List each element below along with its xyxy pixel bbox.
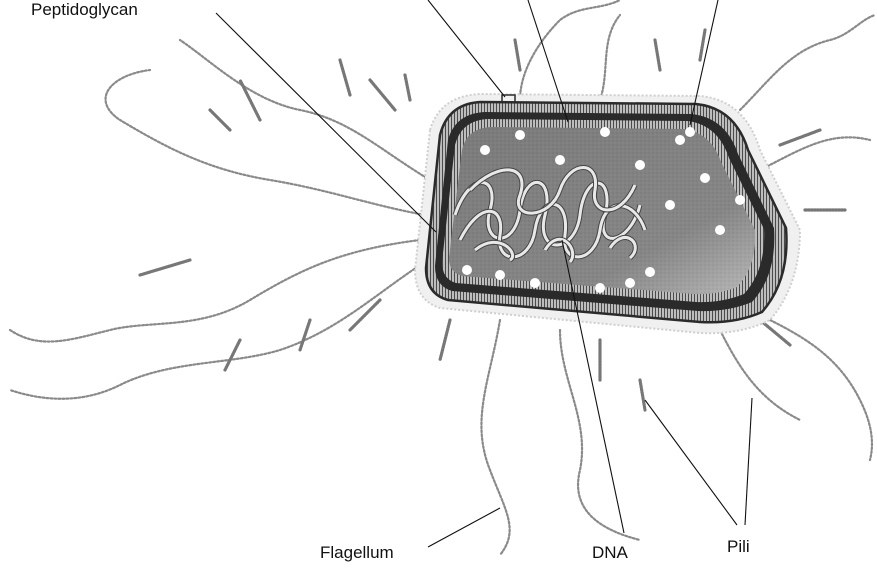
ribosome — [462, 265, 472, 275]
pilus — [700, 30, 705, 60]
ribosome — [685, 127, 695, 137]
pilus — [405, 75, 410, 100]
flagellum-top-2 — [600, 15, 620, 100]
pilus — [780, 130, 820, 145]
ribosome — [675, 135, 685, 145]
flagellum-leader — [428, 508, 500, 547]
flagellum-right-2 — [740, 15, 875, 110]
ribosome — [600, 127, 610, 137]
ribosome — [665, 200, 675, 210]
pilus — [340, 60, 350, 95]
label-peptidoglycan: Peptidoglycan — [31, 0, 138, 19]
pili-leader-1 — [645, 400, 737, 525]
pilus — [240, 80, 260, 120]
flagellum-top-1 — [520, 0, 620, 100]
ribosome — [625, 278, 635, 288]
pilus — [140, 260, 190, 275]
label-flagellum: Flagellum — [320, 543, 394, 562]
flagellum-left-3 — [180, 40, 430, 180]
pilus — [655, 40, 660, 70]
pilus — [225, 340, 240, 370]
pilus — [370, 80, 395, 110]
ribosome — [700, 173, 710, 183]
ribosome — [645, 267, 655, 277]
flagellum-left-1 — [10, 240, 420, 342]
pilus — [515, 40, 520, 70]
ribosome — [515, 130, 525, 140]
label-pili: Pili — [727, 537, 750, 556]
flagellum-bottom-1 — [481, 320, 509, 555]
flagellum-right-1 — [760, 137, 870, 170]
ribosome — [595, 283, 605, 293]
ribosome — [635, 160, 645, 170]
flagellum-left-4 — [10, 260, 428, 399]
ribosome — [715, 225, 725, 235]
pilus — [300, 320, 310, 350]
ribosome — [480, 145, 490, 155]
pilus — [210, 110, 230, 130]
pilus — [440, 320, 450, 360]
ribosome — [555, 155, 565, 165]
top-leader-1 — [428, 0, 505, 97]
pili-leader-2 — [745, 398, 752, 525]
ribosome — [530, 278, 540, 288]
peptidoglycan-leader — [216, 13, 436, 232]
ribosome — [495, 270, 505, 280]
ribosome — [735, 195, 745, 205]
label-dna: DNA — [592, 543, 629, 562]
pilus — [640, 380, 645, 410]
flagellum-left-2 — [106, 70, 425, 215]
